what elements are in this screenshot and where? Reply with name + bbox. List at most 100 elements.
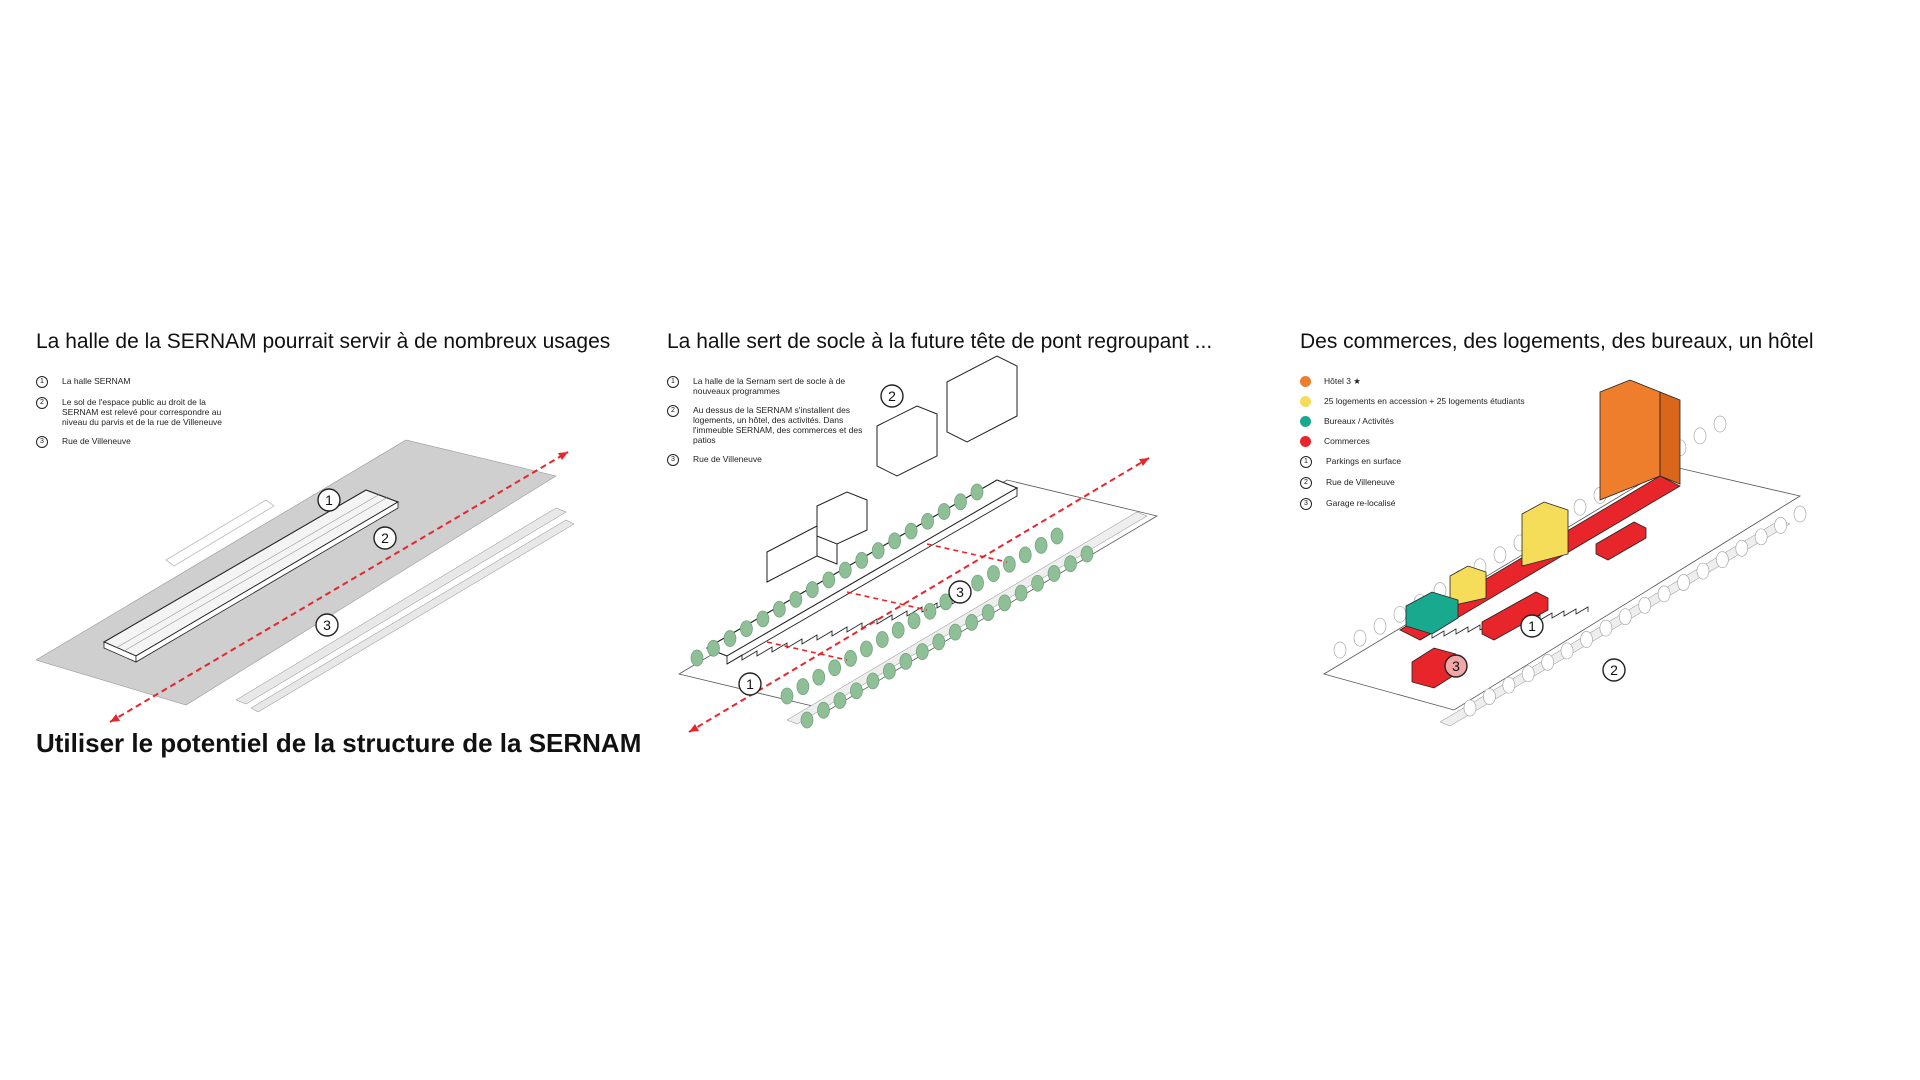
tree — [1573, 498, 1587, 516]
garage-relocated — [1411, 647, 1457, 689]
hotel-block — [1599, 379, 1681, 501]
callout-2: 2 — [880, 384, 904, 408]
tree — [1373, 617, 1387, 635]
tree — [1034, 537, 1048, 554]
tree — [1393, 605, 1407, 623]
road-strip — [235, 507, 567, 705]
legend-text: Garage re-localisé — [1326, 498, 1396, 508]
tree — [1696, 562, 1710, 580]
white-buildings — [766, 355, 1018, 583]
tree — [970, 483, 984, 501]
red-dashed-arrow — [688, 457, 1150, 733]
tree — [939, 593, 953, 611]
tree — [891, 621, 905, 639]
legend-item: Commerces — [1300, 436, 1530, 447]
svg-text:3: 3 — [956, 584, 964, 600]
tree — [1793, 505, 1807, 523]
tree — [871, 542, 885, 559]
legend-swatch — [1300, 376, 1311, 387]
legend-item: 3 Garage re-localisé — [1300, 498, 1530, 510]
callout-1: 1 — [317, 488, 341, 512]
legend-item: 25 logements en accession + 25 logements… — [1300, 396, 1530, 407]
tree — [1618, 608, 1632, 626]
tree — [773, 600, 786, 618]
tree — [1333, 641, 1347, 659]
tree — [1521, 665, 1535, 683]
tree — [1353, 629, 1367, 647]
tree — [1735, 539, 1749, 557]
tree — [954, 493, 967, 511]
legend-item: 2 Rue de Villeneuve — [1300, 477, 1530, 489]
bottom-title: Utiliser le potentiel de la structure de… — [36, 728, 642, 758]
tree — [690, 649, 704, 667]
callout-2: 2 — [373, 526, 397, 550]
legend-text: Hôtel 3 ★ — [1324, 376, 1361, 386]
legend-number: 2 — [1300, 477, 1312, 489]
tree — [800, 711, 814, 729]
svg-text:1: 1 — [325, 492, 333, 508]
tree — [1657, 585, 1671, 603]
tree — [1560, 642, 1574, 660]
tree — [1599, 619, 1613, 637]
tree — [850, 682, 863, 700]
shops-boxes — [1481, 521, 1647, 641]
tree — [723, 630, 737, 647]
axonometric-drawing-plinth: 1 2 3 — [677, 355, 1159, 733]
callout-3: 3 — [315, 613, 339, 637]
tree — [1693, 427, 1707, 445]
tree — [707, 639, 720, 657]
svg-text:1: 1 — [746, 676, 754, 692]
svg-text:2: 2 — [381, 530, 389, 546]
legend-text: La halle SERNAM — [62, 376, 131, 386]
housing-block-1 — [1521, 501, 1569, 567]
tree — [1050, 527, 1064, 545]
tree — [1713, 415, 1727, 433]
tree — [1754, 528, 1768, 546]
legend-number: 2 — [667, 405, 679, 417]
legend-text: 25 logements en accession + 25 logements… — [1324, 396, 1525, 406]
legend-item: Bureaux / Activités — [1300, 416, 1530, 427]
legend: 1 La halle SERNAM 2 Le sol de l'espace p… — [36, 376, 266, 457]
legend-swatch — [1300, 416, 1311, 427]
svg-text:2: 2 — [1610, 662, 1618, 678]
tree — [855, 552, 869, 569]
tree — [1003, 555, 1016, 573]
legend-text: Rue de Villeneuve — [62, 436, 131, 446]
tree — [937, 503, 951, 520]
tree — [1638, 596, 1652, 614]
tree — [1580, 631, 1593, 648]
tree — [888, 532, 901, 550]
tree — [866, 672, 880, 690]
svg-text:3: 3 — [1452, 658, 1460, 674]
legend-number: 3 — [36, 436, 48, 448]
tree — [1483, 688, 1496, 705]
legend-item: 1 Parkings en surface — [1300, 456, 1530, 468]
tree — [1774, 517, 1787, 534]
base-plate — [1322, 465, 1802, 711]
tree — [998, 594, 1011, 612]
legend-text: La halle de la Sernam sert de socle à de… — [693, 376, 846, 396]
panel-title: Des commerces, des logements, des bureau… — [1300, 330, 1814, 353]
legend-number: 3 — [667, 454, 679, 466]
tree — [965, 614, 979, 631]
tree — [948, 623, 962, 641]
tree — [828, 659, 841, 677]
tree — [1493, 546, 1507, 564]
hall-sernam — [102, 489, 400, 663]
tree — [817, 701, 830, 719]
red-dashed-arrow — [109, 451, 569, 723]
tree — [923, 602, 937, 620]
tree — [915, 643, 929, 660]
tree — [883, 662, 896, 680]
legend-text: Rue de Villeneuve — [1326, 477, 1395, 487]
panel-program-mix: Des commerces, des logements, des bureau… — [1300, 330, 1860, 810]
panel-existing-hall: La halle de la SERNAM pourrait servir à … — [36, 330, 610, 810]
tree — [1677, 574, 1690, 591]
legend-text: Commerces — [1324, 436, 1370, 446]
legend-item: 2 Au dessus de la SERNAM s'installent de… — [667, 405, 897, 445]
legend-number: 1 — [1300, 456, 1312, 468]
tree — [987, 565, 1000, 582]
tree — [844, 650, 857, 667]
tree-rows — [690, 483, 1094, 729]
callout-1: 1 — [738, 672, 762, 696]
